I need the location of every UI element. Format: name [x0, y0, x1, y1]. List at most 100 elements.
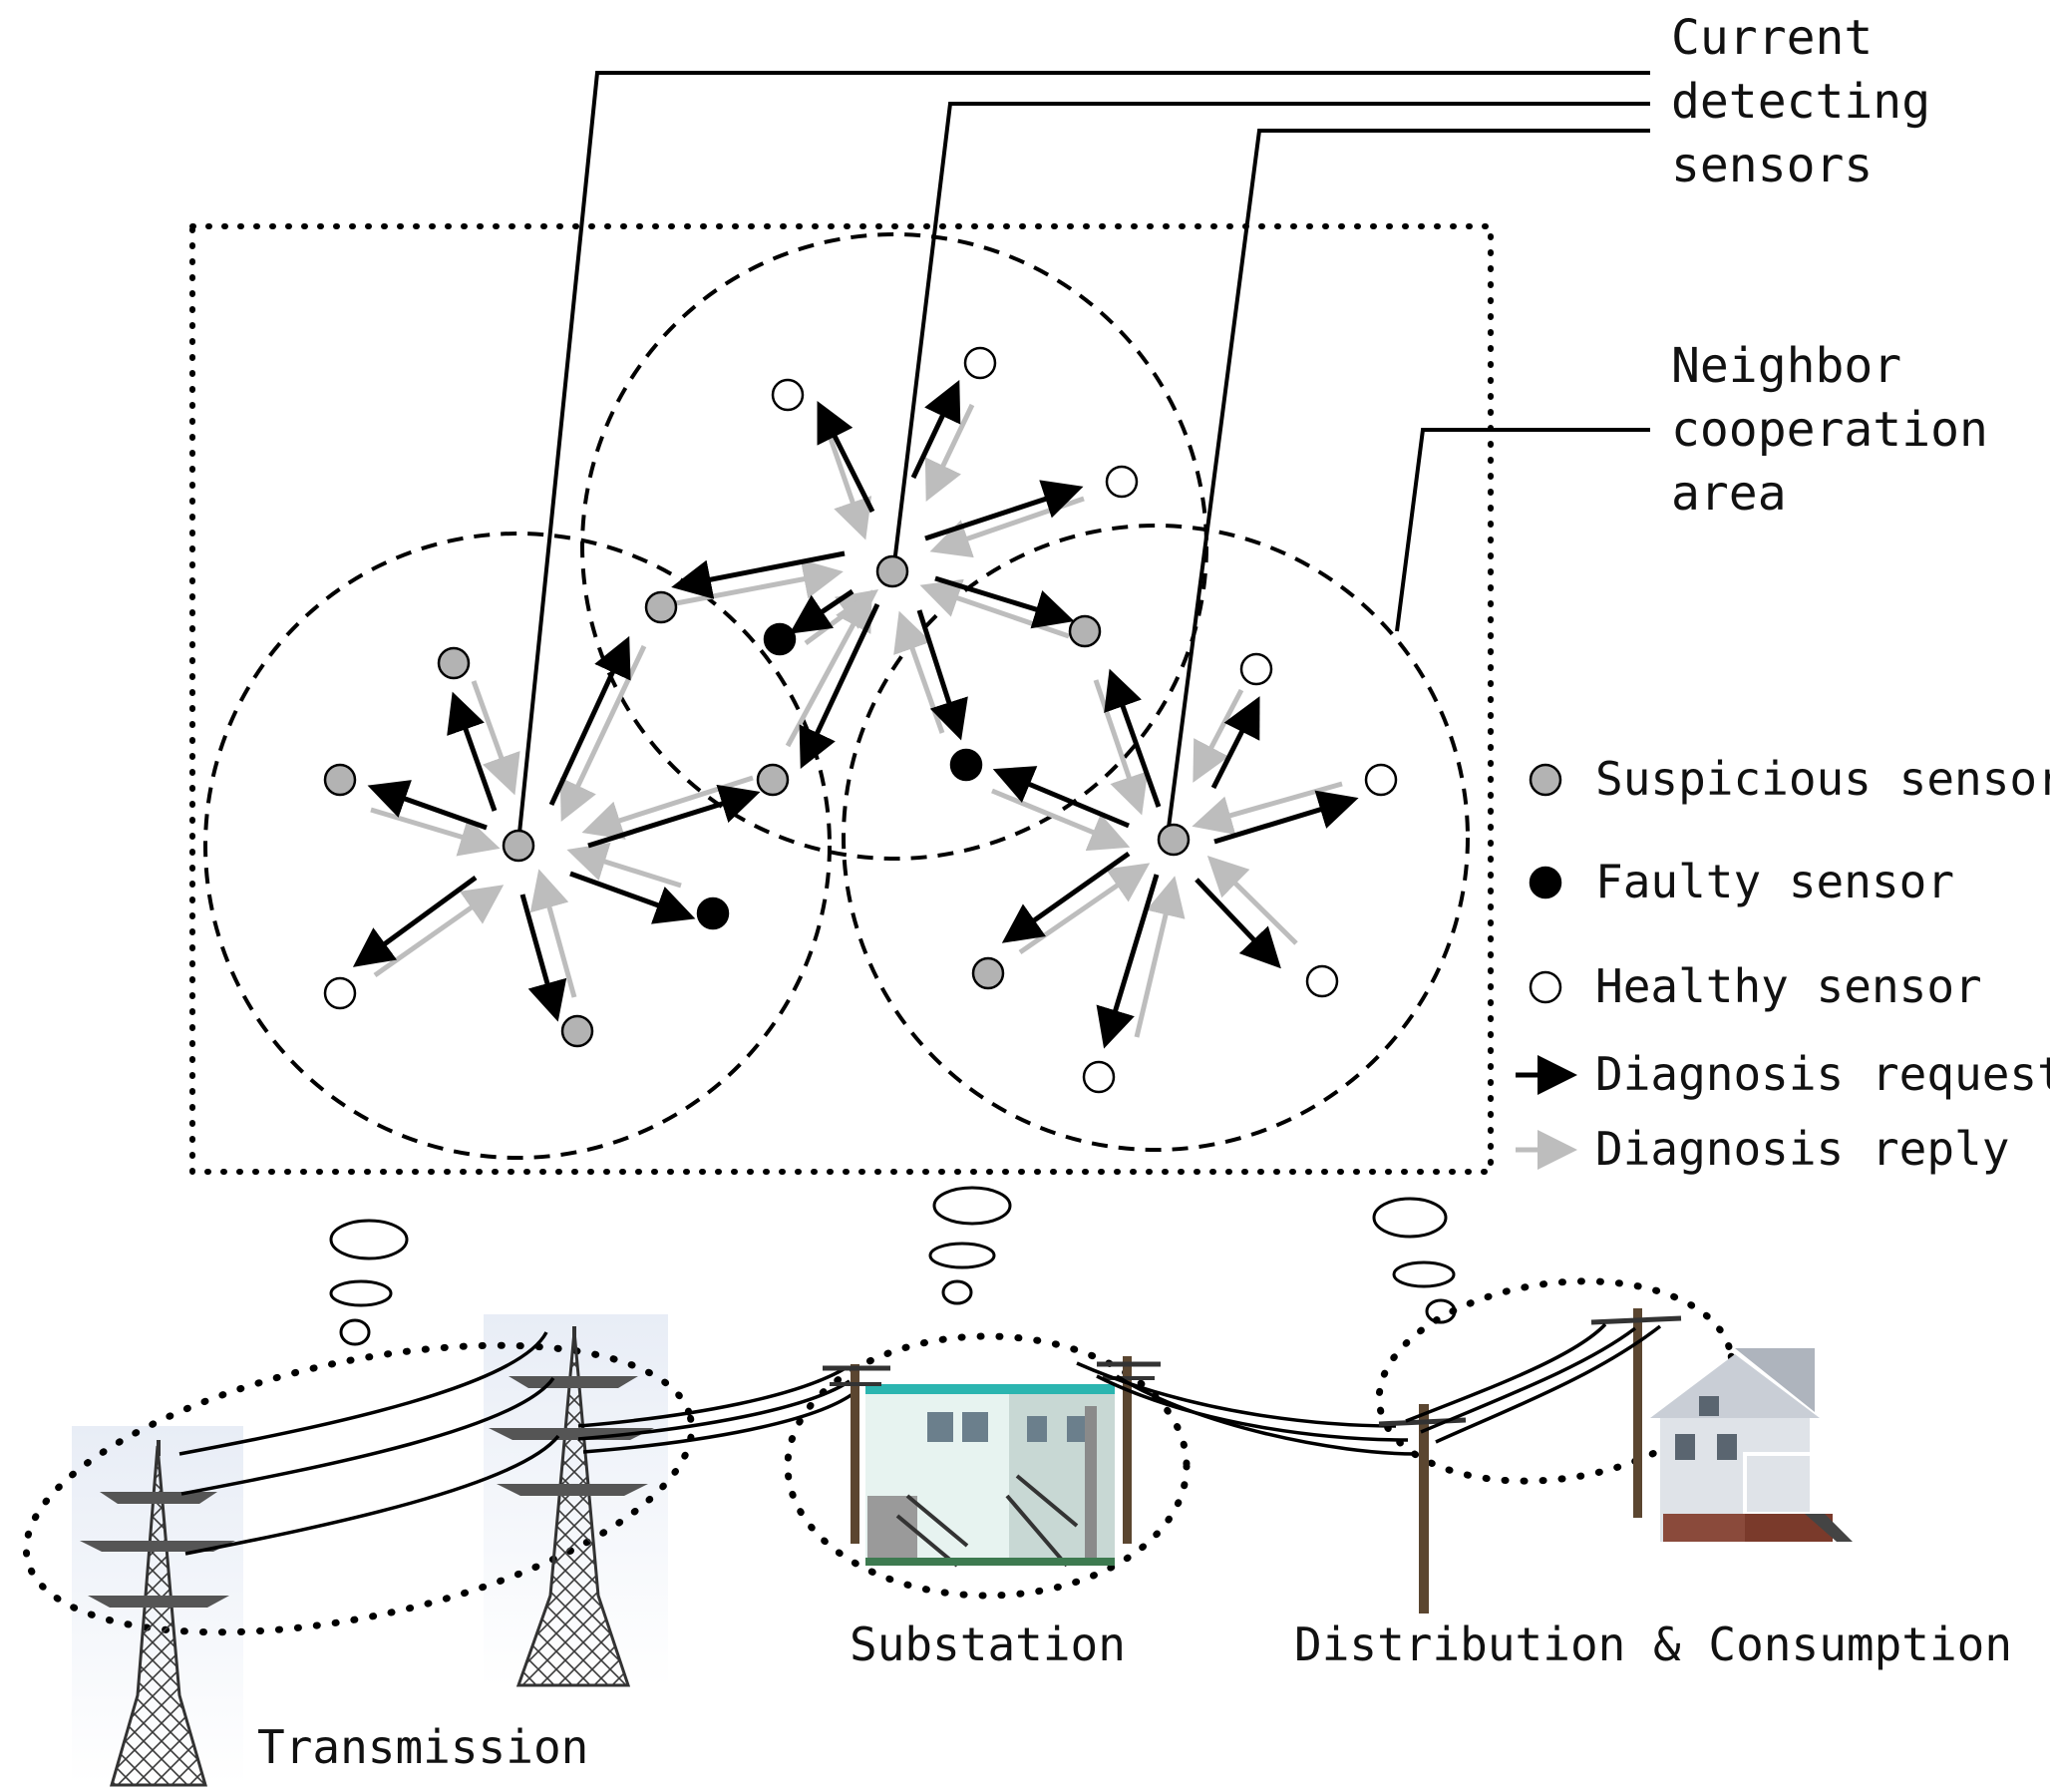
healthy-sensor — [771, 378, 805, 412]
healthy-sensor — [1305, 964, 1339, 998]
transmission-boundary — [22, 1341, 696, 1636]
reply-arrow — [373, 885, 505, 978]
callout-sensors-line1: Current — [1671, 10, 1873, 66]
black-circle-icon — [1529, 866, 1562, 899]
faulty-sensor — [763, 622, 797, 656]
legend-reply-label: Diagnosis reply — [1595, 1122, 2009, 1176]
reply-arrow — [924, 403, 975, 503]
cooperation-area-left — [203, 532, 832, 1160]
suspicious-sensor — [1157, 823, 1191, 857]
suspicious-sensor — [1068, 614, 1102, 648]
request-arrow — [1210, 696, 1260, 790]
request-arrow — [548, 635, 631, 807]
sensors-callout-label: Current detecting sensors — [1671, 10, 1930, 193]
suspicious-sensor — [560, 1014, 594, 1048]
transmission-tower-icon — [489, 1326, 654, 1687]
suspicious-sensor — [502, 829, 535, 863]
distribution-boundary — [1375, 1277, 1736, 1485]
reply-arrow — [1193, 688, 1244, 783]
arrows-cluster-right — [991, 668, 1359, 1049]
house-icon — [1650, 1348, 1853, 1542]
arrows-cluster-left — [352, 635, 761, 1022]
transmission-tower-icon — [80, 1440, 235, 1787]
callout-lines — [516, 71, 1650, 844]
cooperation-area-right — [842, 524, 1470, 1152]
faulty-sensor — [696, 896, 730, 930]
request-arrow — [587, 784, 761, 849]
faulty-sensor — [949, 748, 983, 782]
request-arrow — [799, 602, 880, 770]
request-arrow — [1096, 874, 1160, 1049]
thought-bubbles — [329, 1186, 1457, 1346]
request-arrow — [1104, 668, 1162, 808]
callout-area-line1: Neighbor — [1671, 338, 1901, 394]
utility-pole-icon — [823, 1364, 890, 1544]
legend: Suspicious sensor Faulty sensor Healthy … — [1516, 752, 2050, 1176]
reply-arrow — [991, 788, 1131, 852]
request-arrow — [992, 766, 1130, 829]
callout-area-line2: cooperation — [1671, 402, 1988, 458]
request-arrow — [789, 588, 854, 634]
reply-arrow — [785, 589, 872, 748]
reply-arrow — [675, 558, 844, 606]
cooperation-area-top — [580, 232, 1208, 861]
request-arrow — [352, 875, 478, 967]
sensor-field-box — [189, 223, 1494, 1175]
reply-arrow — [1206, 855, 1298, 945]
request-arrow — [1213, 790, 1359, 845]
reply-arrow — [559, 644, 647, 823]
reply-arrow — [825, 429, 872, 540]
callout-sensors-line3: sensors — [1671, 138, 1873, 193]
white-circle-icon — [1529, 970, 1562, 1004]
legend-suspicious-label: Suspicious sensor — [1595, 752, 2050, 806]
request-arrow — [910, 379, 961, 480]
legend-healthy-label: Healthy sensor — [1595, 959, 1982, 1013]
healthy-sensor — [1105, 465, 1139, 499]
reply-arrow — [566, 842, 682, 889]
suspicious-sensor — [437, 646, 471, 680]
request-arrow — [934, 575, 1075, 629]
substation-boundary — [784, 1332, 1191, 1600]
request-arrow — [447, 691, 498, 812]
reply-arrow — [893, 610, 945, 734]
suspicious-sensor — [644, 590, 678, 624]
reply-arrow — [1134, 876, 1186, 1038]
healthy-sensor — [1364, 763, 1398, 797]
reply-arrow — [370, 807, 501, 857]
request-arrow — [367, 780, 488, 831]
reply-arrow — [1018, 863, 1151, 955]
suspicious-sensor — [756, 763, 790, 797]
transmission-label: Transmission — [257, 1720, 588, 1774]
substation-label: Substation — [850, 1617, 1126, 1671]
healthy-sensor — [1239, 652, 1273, 686]
callout-sensors-line2: detecting — [1671, 74, 1930, 130]
substation-building-icon — [865, 1384, 1115, 1568]
suspicious-sensor — [971, 956, 1005, 990]
substation-area — [784, 1332, 1417, 1600]
sensor-nodes — [323, 346, 1398, 1094]
transmission-area — [22, 1314, 854, 1787]
request-arrow — [519, 894, 567, 1022]
request-arrow — [1001, 851, 1131, 943]
suspicious-sensor — [323, 763, 357, 797]
request-arrow — [916, 609, 968, 741]
distribution-label: Distribution & Consumption — [1294, 1617, 2012, 1671]
request-arrow — [817, 401, 875, 514]
healthy-sensor — [1082, 1060, 1116, 1094]
distribution-area — [1375, 1277, 1853, 1613]
gray-circle-icon — [1529, 763, 1562, 797]
healthy-sensor — [323, 976, 357, 1010]
reply-arrow — [1192, 781, 1343, 836]
suspicious-sensor — [875, 554, 909, 588]
legend-request-label: Diagnosis request — [1595, 1047, 2050, 1101]
reply-arrow — [529, 869, 577, 998]
callout-area-line3: area — [1671, 466, 1787, 522]
request-arrow — [671, 550, 846, 599]
request-arrow — [569, 871, 696, 924]
legend-faulty-label: Faulty sensor — [1595, 855, 1954, 908]
request-arrow — [1195, 878, 1281, 969]
utility-pole-icon — [1590, 1308, 1682, 1518]
healthy-sensor — [963, 346, 997, 380]
area-callout-label: Neighbor cooperation area — [1671, 338, 1988, 522]
